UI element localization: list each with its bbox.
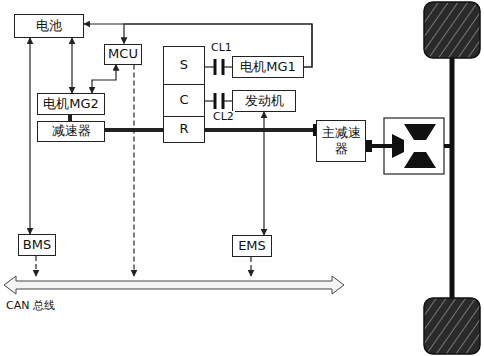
node-label: 电机MG2 (43, 96, 99, 112)
node-label: EMS (238, 238, 266, 254)
wheel (424, 298, 480, 354)
bevel-gear (392, 134, 404, 158)
controller-box: MCU (104, 44, 142, 65)
node-label: MCU (108, 46, 138, 62)
signal-arrow (29, 38, 30, 234)
node-label: R (179, 121, 188, 137)
wheel (424, 2, 480, 58)
bus-link (250, 257, 251, 276)
bus-arrow (4, 276, 344, 296)
can-bus: CAN 总线 (4, 276, 344, 316)
shaft-line (205, 128, 316, 132)
clutch-label: CL2 (212, 111, 235, 123)
clutch-symbol (215, 93, 223, 109)
ring-gear-cell: R (163, 116, 205, 143)
signal-arrow (263, 112, 264, 235)
node-label: 电机MG1 (240, 59, 296, 75)
sun-gear-cell: S (163, 46, 205, 85)
battery-box: 电池 (14, 14, 84, 38)
motor-box: 电机MG2 (37, 93, 105, 115)
node-label: S (180, 57, 188, 73)
axle (450, 58, 455, 298)
signal-arrow (71, 38, 72, 93)
ems-box: EMS (232, 235, 272, 257)
engine-box: 发动机 (232, 90, 296, 112)
node-label: 主减速器 (317, 125, 365, 158)
bevel-gear (404, 152, 436, 168)
clutch-label: CL1 (210, 42, 233, 54)
carrier-cell: C (163, 84, 205, 117)
bevel-gear (404, 124, 436, 140)
clutch-symbol (215, 59, 223, 75)
differential-shaft (444, 144, 452, 148)
bus-link (133, 65, 134, 277)
signal-arrow (92, 65, 116, 94)
bus-arrow-outline (4, 276, 344, 294)
node-label: BMS (23, 237, 51, 253)
reducer-box: 减速器 (37, 121, 105, 142)
node-label: 电池 (36, 18, 62, 34)
motor-box: 电机MG1 (232, 56, 304, 78)
bus-link (35, 256, 36, 276)
shaft-flange (366, 140, 372, 152)
differential-housing (384, 118, 444, 174)
node-label: 减速器 (52, 123, 91, 139)
final-drive-box: 主减速器 (316, 120, 366, 162)
bms-box: BMS (18, 234, 56, 256)
bus-label: CAN 总线 (6, 299, 55, 313)
node-label: C (179, 92, 188, 108)
node-label: 发动机 (245, 93, 284, 109)
